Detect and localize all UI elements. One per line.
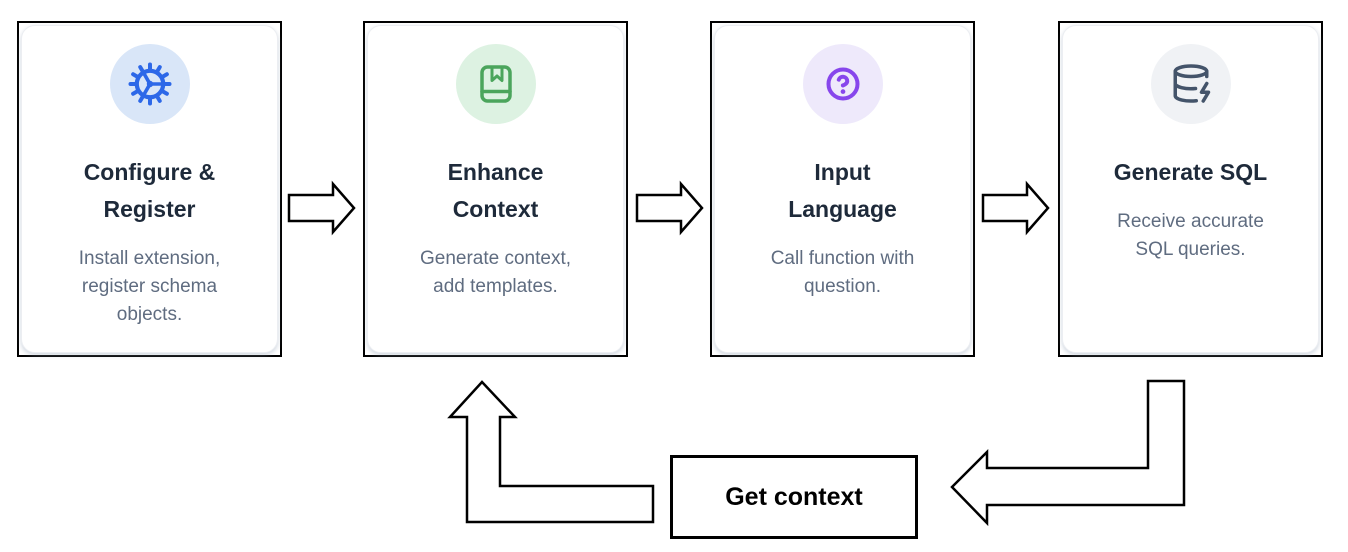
loop-up-arrow-icon [447, 380, 655, 524]
card-inner: Input Language Call function with questi… [714, 25, 971, 353]
question-circle-icon [826, 67, 859, 101]
card-description: Call function with question. [770, 248, 915, 297]
icon-badge [455, 44, 536, 124]
icon-badge [1150, 44, 1231, 124]
card-inner: Generate SQL Receive accurate SQL querie… [1062, 25, 1319, 353]
get-context-label: Get context [725, 482, 863, 511]
card-title: Enhance Context [447, 159, 544, 222]
card-description: Install extension, register schema objec… [78, 248, 221, 325]
card-description: Receive accurate SQL queries. [1117, 211, 1264, 260]
card-title: Generate SQL [1113, 159, 1268, 185]
step-card-configure-register: Configure & Register Install extension, … [17, 21, 282, 357]
card-inner: Enhance Context Generate context, add te… [367, 25, 624, 353]
icon-badge [109, 44, 190, 124]
loop-down-left-arrow-icon [950, 379, 1186, 527]
right-arrow-icon-2 [635, 180, 704, 236]
step-card-enhance-context: Enhance Context Generate context, add te… [363, 21, 628, 357]
right-arrow-icon-1 [287, 180, 356, 236]
right-arrow-icon-3 [981, 180, 1050, 236]
database-zap-icon [1172, 64, 1210, 103]
gear-icon [128, 62, 171, 106]
card-inner: Configure & Register Install extension, … [21, 25, 278, 353]
card-title: Input Language [788, 159, 897, 222]
step-card-generate-sql: Generate SQL Receive accurate SQL querie… [1058, 21, 1323, 357]
step-card-input-language: Input Language Call function with questi… [710, 21, 975, 357]
card-description: Generate context, add templates. [419, 248, 572, 297]
get-context-box: Get context [670, 455, 918, 539]
icon-badge [802, 44, 883, 124]
card-title: Configure & Register [83, 159, 216, 222]
book-marked-icon [479, 65, 512, 103]
